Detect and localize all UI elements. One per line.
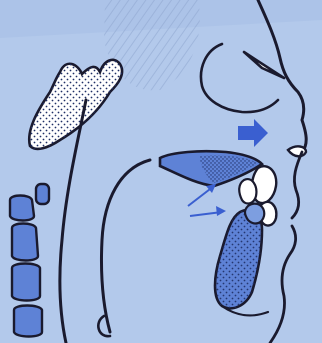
vertebra-c0 [36, 184, 49, 204]
vertebra-c1 [10, 196, 34, 221]
vertebra-c3 [12, 264, 40, 301]
tongue-tip [245, 204, 264, 224]
vertebra-c2 [12, 224, 38, 261]
upper-premolar [239, 179, 256, 203]
vertebra-c4 [14, 306, 42, 337]
